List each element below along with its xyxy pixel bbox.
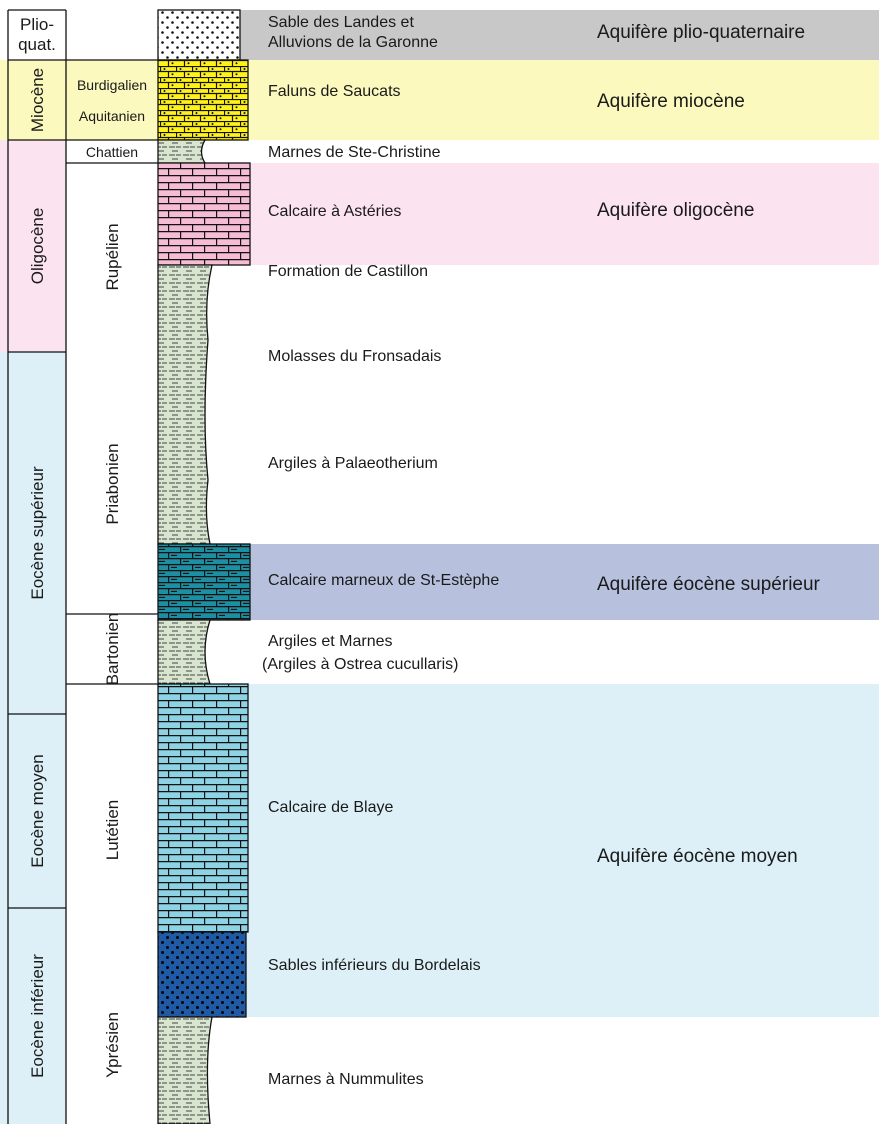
band-oligocene-aquifer xyxy=(158,163,879,265)
aquifer-plio-quaternaire: Aquifère plio-quaternaire xyxy=(597,22,805,43)
formation-molasses-fronsadais: Molasses du Fronsadais xyxy=(268,348,441,365)
formation-castillon: Formation de Castillon xyxy=(268,263,428,280)
formation-marnes-ste-christine: Marnes de Ste-Christine xyxy=(268,144,441,161)
aquifer-eocene-superieur: Aquifère éocène supérieur xyxy=(597,574,821,595)
band-miocene xyxy=(0,60,879,140)
band-eocene-sup xyxy=(0,352,66,714)
formation-argiles-marnes-line1: Argiles et Marnes xyxy=(268,633,393,650)
stage-lutetien: Lutétien xyxy=(103,800,122,861)
aquifer-miocene: Aquifère miocène xyxy=(597,91,745,112)
litho-marnes-nummulites xyxy=(157,1016,213,1124)
formation-marnes-nummulites: Marnes à Nummulites xyxy=(268,1071,424,1088)
stage-bartonien: Bartonien xyxy=(103,613,122,686)
formation-sable-landes-line1: Sable des Landes et xyxy=(268,14,414,31)
stage-priabonien: Priabonien xyxy=(103,443,122,524)
stage-labels: Burdigalien Aquitanien Chattien Rupélien… xyxy=(77,77,147,1078)
band-oligocene xyxy=(0,140,66,352)
band-eocene-inf xyxy=(0,908,66,1124)
stage-aquitanien: Aquitanien xyxy=(79,108,145,124)
litho-argiles-oligo-eocene xyxy=(157,264,213,545)
epoch-labels: Plio- quat. Miocène Oligocène Eocène sup… xyxy=(18,15,56,1078)
litho-marnes-ste-christine xyxy=(157,139,207,164)
formation-argiles-marnes-line2: (Argiles à Ostrea cucullaris) xyxy=(262,656,459,673)
epoch-eocene-sup: Eocène supérieur xyxy=(28,466,47,600)
litho-argiles-ostrea xyxy=(157,619,211,685)
stage-chattien: Chattien xyxy=(86,144,138,160)
formation-sable-landes-line2: Alluvions de la Garonne xyxy=(268,34,438,51)
band-st-estephe-aquifer xyxy=(158,544,879,620)
aquifer-eocene-moyen: Aquifère éocène moyen xyxy=(597,846,798,867)
aquifer-labels: Aquifère plio-quaternaire Aquifère miocè… xyxy=(597,22,821,867)
stage-burdigalien: Burdigalien xyxy=(77,77,147,93)
stage-rupelien: Rupélien xyxy=(103,223,122,290)
litho-sables-bordelais xyxy=(157,931,247,1018)
formation-calcaire-st-estephe: Calcaire marneux de St-Estèphe xyxy=(268,572,499,589)
band-eocene-moyen xyxy=(0,714,66,908)
litho-calcaire-asteries xyxy=(157,162,251,266)
column-grid xyxy=(7,9,158,1124)
band-plio-quaternary xyxy=(158,10,879,60)
litho-sable-landes xyxy=(157,9,241,61)
stage-ypresien: Yprésien xyxy=(103,1012,122,1078)
litho-faluns xyxy=(157,59,249,141)
epoch-eocene-moyen: Eocène moyen xyxy=(28,754,47,867)
formation-calcaire-blaye: Calcaire de Blaye xyxy=(268,799,394,816)
formation-argiles-palaeotherium: Argiles à Palaeotherium xyxy=(268,455,438,472)
aquifer-oligocene: Aquifère oligocène xyxy=(597,200,754,221)
band-eocene-moyen-aquifer xyxy=(158,684,879,1017)
epoch-miocene: Miocène xyxy=(28,68,47,132)
formation-calcaire-asteries: Calcaire à Astéries xyxy=(268,203,401,220)
lithology-column xyxy=(157,9,251,1124)
epoch-oligocene: Oligocène xyxy=(28,208,47,285)
formation-faluns-saucats: Faluns de Saucats xyxy=(268,83,401,100)
litho-calcaire-blaye xyxy=(157,683,249,933)
litho-calcaire-st-estephe xyxy=(157,543,251,621)
epoch-eocene-inf: Eocène inférieur xyxy=(28,954,47,1078)
formation-labels: Sable des Landes et Alluvions de la Garo… xyxy=(262,14,499,1088)
formation-sables-bordelais: Sables inférieurs du Bordelais xyxy=(268,957,481,974)
epoch-plioquat-line1: Plio- xyxy=(20,15,54,34)
epoch-plioquat-line2: quat. xyxy=(18,35,56,54)
